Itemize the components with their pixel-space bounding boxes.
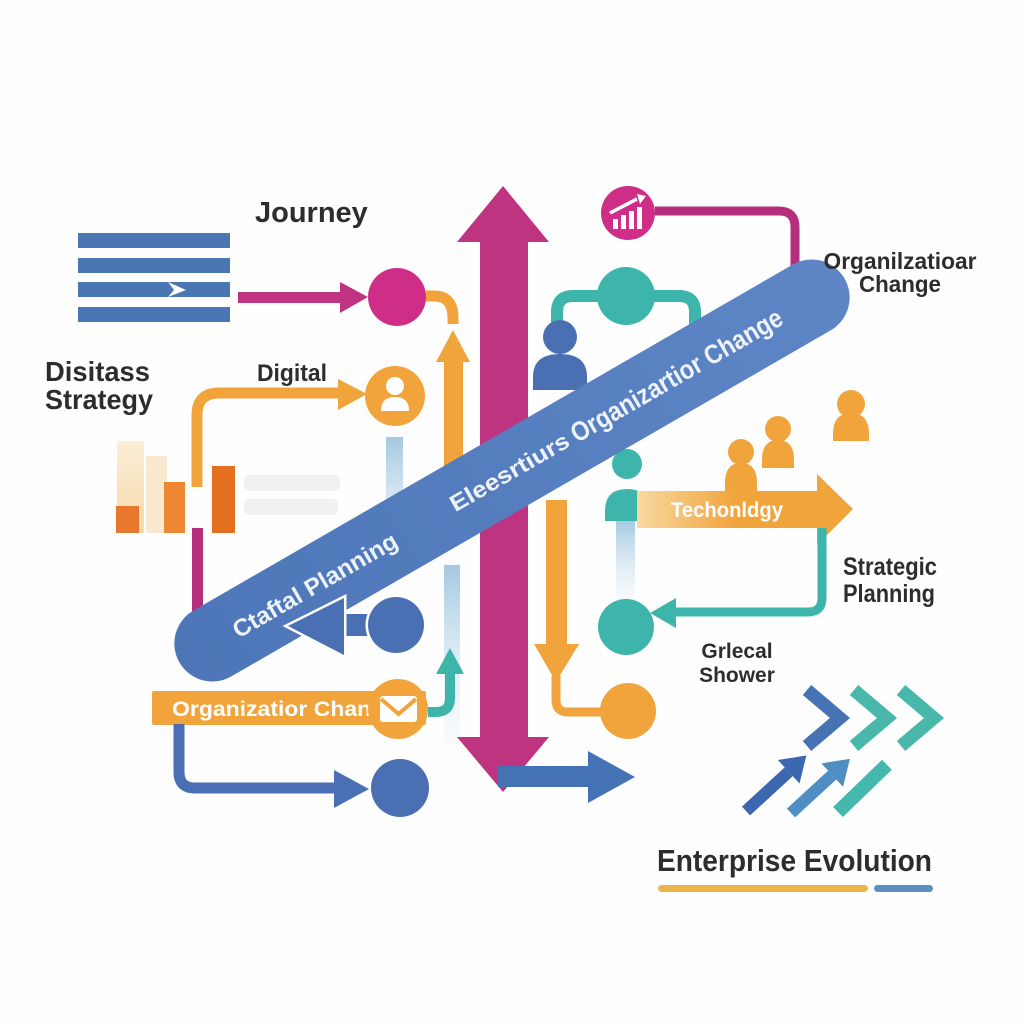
digital-label: Digital bbox=[257, 360, 327, 387]
tech-to-node-flow bbox=[598, 528, 827, 655]
grlecal-line2: Shower bbox=[699, 664, 775, 687]
blue-bottom-flow bbox=[173, 724, 429, 817]
circle-tail-left-arrow bbox=[282, 593, 427, 660]
bar-chart-icon bbox=[116, 441, 235, 533]
journey-label: Journey bbox=[255, 197, 368, 229]
blue-right-arrow bbox=[498, 751, 635, 803]
organization-change-banner: Organizatior Change bbox=[152, 648, 464, 739]
org-change-right-line2: Change bbox=[859, 271, 941, 297]
digital-flow-arrow bbox=[191, 366, 425, 487]
strategy-label-line1: Disitass bbox=[45, 356, 150, 387]
strategic-planning-line2: Planning bbox=[843, 580, 935, 608]
center-up-arrow bbox=[426, 290, 470, 483]
node-link-icon bbox=[551, 267, 701, 332]
org-change-right-line1: Organilzatioar bbox=[824, 248, 977, 274]
flag-arrow-glyph bbox=[168, 282, 186, 297]
teal-up-arrowhead bbox=[436, 648, 464, 674]
person-icon bbox=[381, 377, 409, 411]
envelope-icon bbox=[379, 696, 418, 722]
orange-down-flow bbox=[534, 500, 656, 739]
people-group-icon bbox=[725, 390, 869, 491]
strategic-planning-line1: Strategic bbox=[843, 553, 937, 581]
organization-change-label: Organizatior Change bbox=[172, 698, 398, 721]
chevron-right-icons bbox=[802, 685, 945, 751]
growth-node bbox=[601, 186, 800, 282]
footer-title: Enterprise Evolution bbox=[657, 843, 932, 878]
footer-underline bbox=[658, 885, 933, 892]
journey-node-circle bbox=[368, 268, 426, 326]
grlecal-line1: Grlecal bbox=[701, 640, 772, 663]
diagonal-arrow-icons bbox=[741, 755, 892, 818]
person-icon-blue bbox=[533, 320, 587, 390]
flag-to-circle-arrow bbox=[238, 282, 368, 313]
technology-arrow: Techonldgy bbox=[637, 474, 853, 545]
strategy-label-line2: Strategy bbox=[45, 384, 153, 415]
technology-label: Techonldgy bbox=[671, 499, 783, 522]
magenta-connector-line bbox=[192, 528, 203, 618]
placeholder-text-bars bbox=[244, 475, 340, 515]
flag-stripes-icon bbox=[78, 233, 230, 322]
bar-chart-trend-icon bbox=[609, 194, 646, 229]
